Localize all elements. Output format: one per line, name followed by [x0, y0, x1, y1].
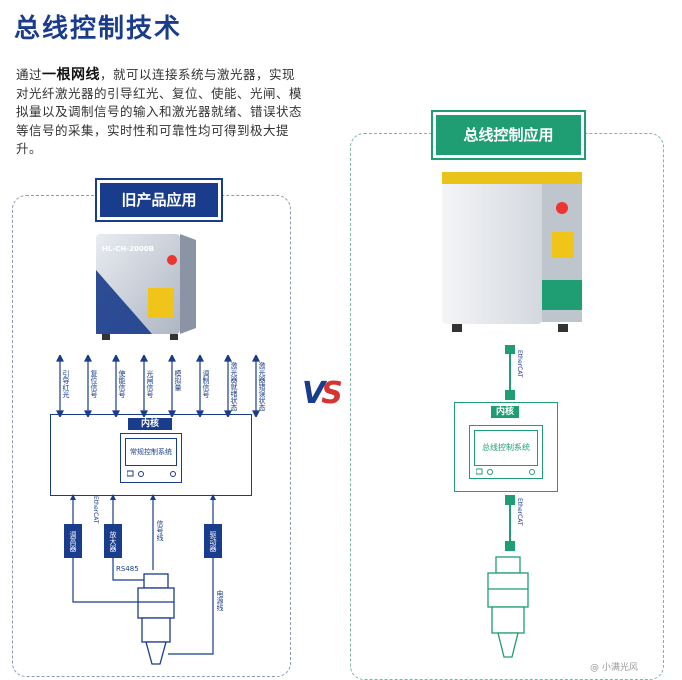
signal-label: 调制信号 [202, 370, 210, 398]
rs485-label: RS485 [116, 565, 139, 573]
module-height-controller: 调高器 [64, 524, 82, 558]
controller-ports-icon [476, 468, 535, 475]
signal-line-label: 信号线 [156, 520, 164, 541]
new-cutting-head-icon [487, 556, 529, 658]
watermark: @ 小满光风 [590, 663, 638, 673]
old-controller-screen: 常规控制系统 [125, 438, 177, 466]
signal-label: 激光器就绪状态 [230, 362, 238, 411]
signal-label: 光闸信号 [146, 370, 154, 398]
new-core-tag: 内核 [491, 406, 519, 418]
power-line-label: 电源线 [216, 590, 224, 611]
new-controller: 总线控制系统 [469, 425, 543, 479]
old-controller: 常规控制系统 [120, 433, 182, 483]
page-title: 总线控制技术 [14, 14, 183, 44]
signal-label: 引导红光 [62, 370, 70, 398]
signal-label: 使能信号 [118, 370, 126, 398]
old-wiring-diagram [70, 494, 216, 655]
old-product-label: 旧产品应用 [97, 180, 221, 220]
vs-v: V [302, 376, 325, 411]
new-ethercat-bottom-label: EtherCAT [516, 498, 523, 526]
signal-label: 复位信号 [90, 370, 98, 398]
vs-mark: VS [302, 376, 343, 411]
old-cutting-head-icon [137, 573, 175, 665]
old-ethercat-label: EtherCAT [92, 496, 99, 524]
new-controller-screen: 总线控制系统 [474, 430, 538, 466]
signal-label: 激光器错误状态 [258, 362, 266, 411]
bus-control-label: 总线控制应用 [433, 112, 584, 158]
intro-bold: 一根网线 [42, 67, 101, 83]
new-core-box [454, 402, 558, 492]
old-laser-device-image [96, 234, 196, 340]
old-signal-arrows [56, 355, 260, 417]
vs-s: S [321, 376, 343, 411]
intro-prefix: 通过 [16, 67, 43, 82]
signal-label: 模拟量 [174, 370, 182, 391]
module-amplifier: 放大器 [104, 524, 122, 558]
controller-ports-icon [127, 470, 176, 477]
old-core-tag: 内核 [128, 418, 172, 430]
old-device-model: HL-CH-2000B [102, 245, 154, 253]
new-laser-device-image [442, 172, 582, 332]
module-driver: 驱动器 [204, 524, 222, 558]
new-ethercat-top-label: EtherCAT [516, 350, 523, 378]
intro-paragraph: 通过一根网线，就可以连接系统与激光器，实现对光纤激光器的引导红光、复位、使能、光… [16, 66, 302, 159]
intro-rest: ，就可以连接系统与激光器，实现对光纤激光器的引导红光、复位、使能、光闸、模拟量以… [16, 67, 303, 156]
new-ethercat-cable-lower-icon [505, 495, 515, 551]
new-ethercat-cable-icon [505, 345, 515, 400]
old-core-box [50, 414, 252, 496]
